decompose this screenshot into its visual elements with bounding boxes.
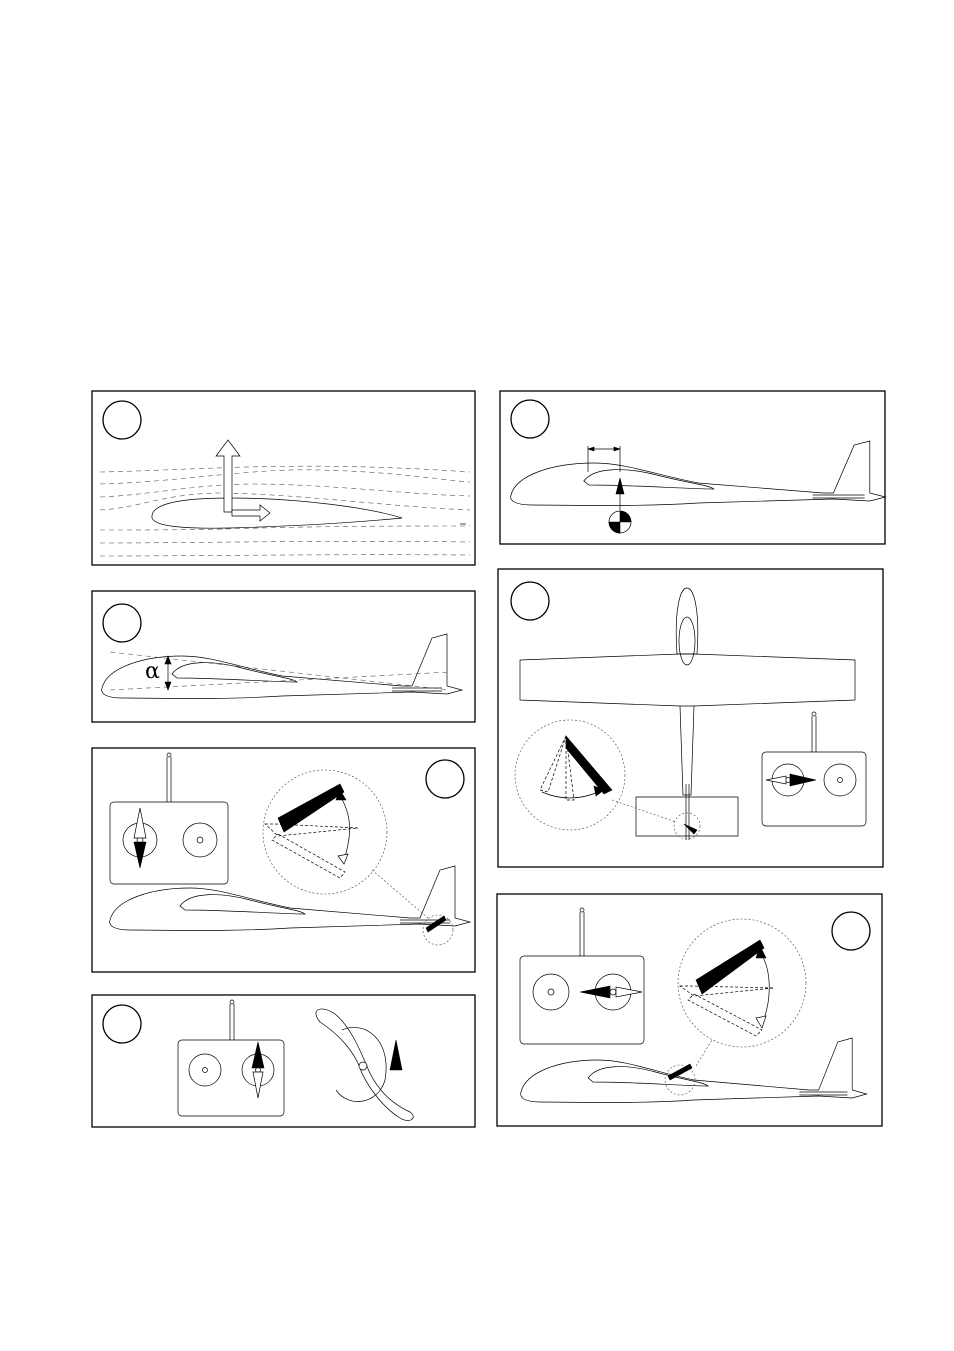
panel-frame [500, 391, 885, 544]
panel-frame [92, 748, 475, 972]
panel-elevator-right-stick [497, 894, 882, 1126]
panel-number-badge [103, 401, 141, 439]
panel-center-of-gravity [500, 391, 885, 544]
panel-throttle-propeller [92, 995, 475, 1127]
center-of-gravity-icon [609, 511, 631, 533]
panel-number-badge [832, 912, 870, 950]
panel-number-badge [426, 760, 464, 798]
panel-number-badge [511, 582, 549, 620]
panel-airflow-lift [92, 391, 475, 565]
panel-rudder-control-top [498, 569, 883, 867]
panel-elevator-control [92, 748, 475, 972]
angle-alpha-symbol: α [145, 659, 160, 684]
panel-frame [497, 894, 882, 1126]
panel-number-badge [103, 604, 141, 642]
panel-number-badge [103, 1005, 141, 1043]
panel-number-badge [511, 400, 549, 438]
panel-angle-of-attack: α [92, 591, 475, 722]
panel-frame [92, 995, 475, 1127]
panel-frame [92, 391, 475, 565]
panel-frame [498, 569, 883, 867]
